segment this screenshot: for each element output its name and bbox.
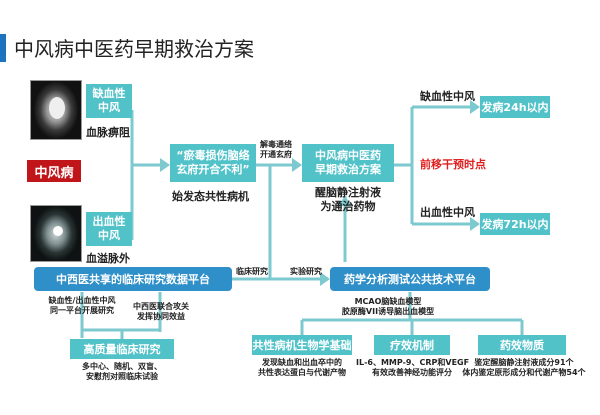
high-quality-research-box: 高质量临床研究 — [70, 339, 174, 359]
clinical-note-1-line1: 缺血性/出血性中风 — [48, 296, 116, 305]
quality-sub: 多中心、随机、双盲、 安慰剂对照临床试验 — [62, 362, 182, 382]
model-line2: 胶原酶VII诱导脑出血模型 — [341, 307, 435, 316]
model-line1: MCAO脑缺血模型 — [354, 297, 422, 306]
common-pathogenesis-sub: 发现缺血和出血卒中的 共性表达蛋白与代谢产物 — [248, 358, 356, 378]
ischemic-stroke-box: 缺血性 中风 — [86, 84, 132, 118]
clinical-data-platform-box: 中西医共享的临床研究数据平台 — [34, 267, 232, 291]
b2-sub-line1: IL-6、MMP-9、CRP和VEGF — [356, 358, 470, 367]
ischemic-line2: 中风 — [98, 101, 120, 114]
clinical-note-1-line2: 同一平台开展研究 — [50, 306, 114, 315]
treatment-plan-box: 中风病中医药早期救治方案 — [302, 144, 394, 182]
b2-sub-line2: 有效改善神经功能评分 — [372, 368, 452, 377]
clinical-note-1: 缺血性/出血性中风 同一平台开展研究 — [40, 296, 124, 316]
title-accent-bar — [0, 34, 6, 62]
right-hemorrhagic-label: 出血性中风 — [420, 206, 475, 219]
active-substance-box: 药效物质 — [478, 335, 566, 355]
quality-sub-line2: 安慰剂对照临床试验 — [86, 372, 158, 381]
hemorrhagic-stroke-box: 出血性 中风 — [86, 212, 132, 246]
forward-intervention-label: 前移干预时点 — [420, 158, 486, 171]
hemorrhagic-brain-scan-image — [30, 205, 82, 262]
clinical-note-2-line2: 发挥协同效益 — [137, 312, 185, 321]
b3-sub-line1: 鉴定醒脑静注射液成分91个 — [474, 358, 574, 367]
stroke-label: 中风病 — [27, 160, 81, 182]
common-pathogenesis-box: 共性病机生物学基础 — [252, 335, 352, 355]
efficacy-mechanism-box: 疗效机制 — [374, 335, 450, 355]
b1-sub-line2: 共性表达蛋白与代谢产物 — [258, 368, 346, 377]
treatment-plan-text: 中风病中医药早期救治方案 — [315, 149, 381, 176]
mechanism-box: “瘀毒损伤脑络玄府开合不利” — [170, 144, 256, 182]
quality-sub-line1: 多中心、随机、双盲、 — [82, 362, 162, 371]
hemorrhagic-time-box: 发病72h以内 — [480, 213, 550, 235]
experimental-research-label: 实验研究 — [290, 267, 322, 276]
ischemic-line1: 缺血性 — [92, 87, 126, 100]
clinical-note-2: 中西医联合攻关 发挥协同效益 — [126, 302, 196, 322]
ischemic-brain-scan-image — [30, 80, 82, 140]
mechanism-sub: 始发态共性病机 — [172, 190, 249, 203]
b1-sub-line1: 发现缺血和出血卒中的 — [262, 358, 342, 367]
page-title: 中风病中医药早期救治方案 — [14, 37, 254, 61]
clinical-note-2-line1: 中西医联合攻关 — [133, 302, 189, 311]
hemorrhagic-sub-label: 血溢脉外 — [86, 252, 130, 265]
clinical-research-label: 临床研究 — [236, 267, 268, 276]
ischemic-time-box: 发病24h以内 — [480, 96, 550, 118]
arrow-label: 解毒通络 开通玄府 — [256, 140, 296, 160]
active-substance-sub: 鉴定醒脑静注射液成分91个 体内鉴定原形成分和代谢产物54个 — [462, 358, 586, 378]
hemorrhagic-line2: 中风 — [98, 229, 120, 242]
arrow-label-line2: 开通玄府 — [260, 150, 292, 159]
b3-sub-line2: 体内鉴定原形成分和代谢产物54个 — [462, 368, 586, 377]
efficacy-mechanism-sub: IL-6、MMP-9、CRP和VEGF 有效改善神经功能评分 — [356, 358, 470, 378]
plan-sub: 醒脑静注射液 为通治药物 — [302, 186, 394, 214]
ischemic-sub-label: 血脉痹阻 — [86, 126, 130, 139]
mechanism-text: “瘀毒损伤脑络玄府开合不利” — [176, 149, 250, 176]
hemorrhagic-line1: 出血性 — [92, 215, 126, 228]
plan-sub-line2: 为通治药物 — [320, 200, 376, 213]
plan-sub-line1: 醒脑静注射液 — [315, 186, 381, 199]
right-ischemic-label: 缺血性中风 — [420, 90, 475, 103]
pharma-analysis-platform-box: 药学分析测试公共技术平台 — [330, 267, 490, 291]
model-text: MCAO脑缺血模型 胶原酶VII诱导脑出血模型 — [318, 297, 458, 317]
arrow-label-line1: 解毒通络 — [260, 140, 292, 149]
